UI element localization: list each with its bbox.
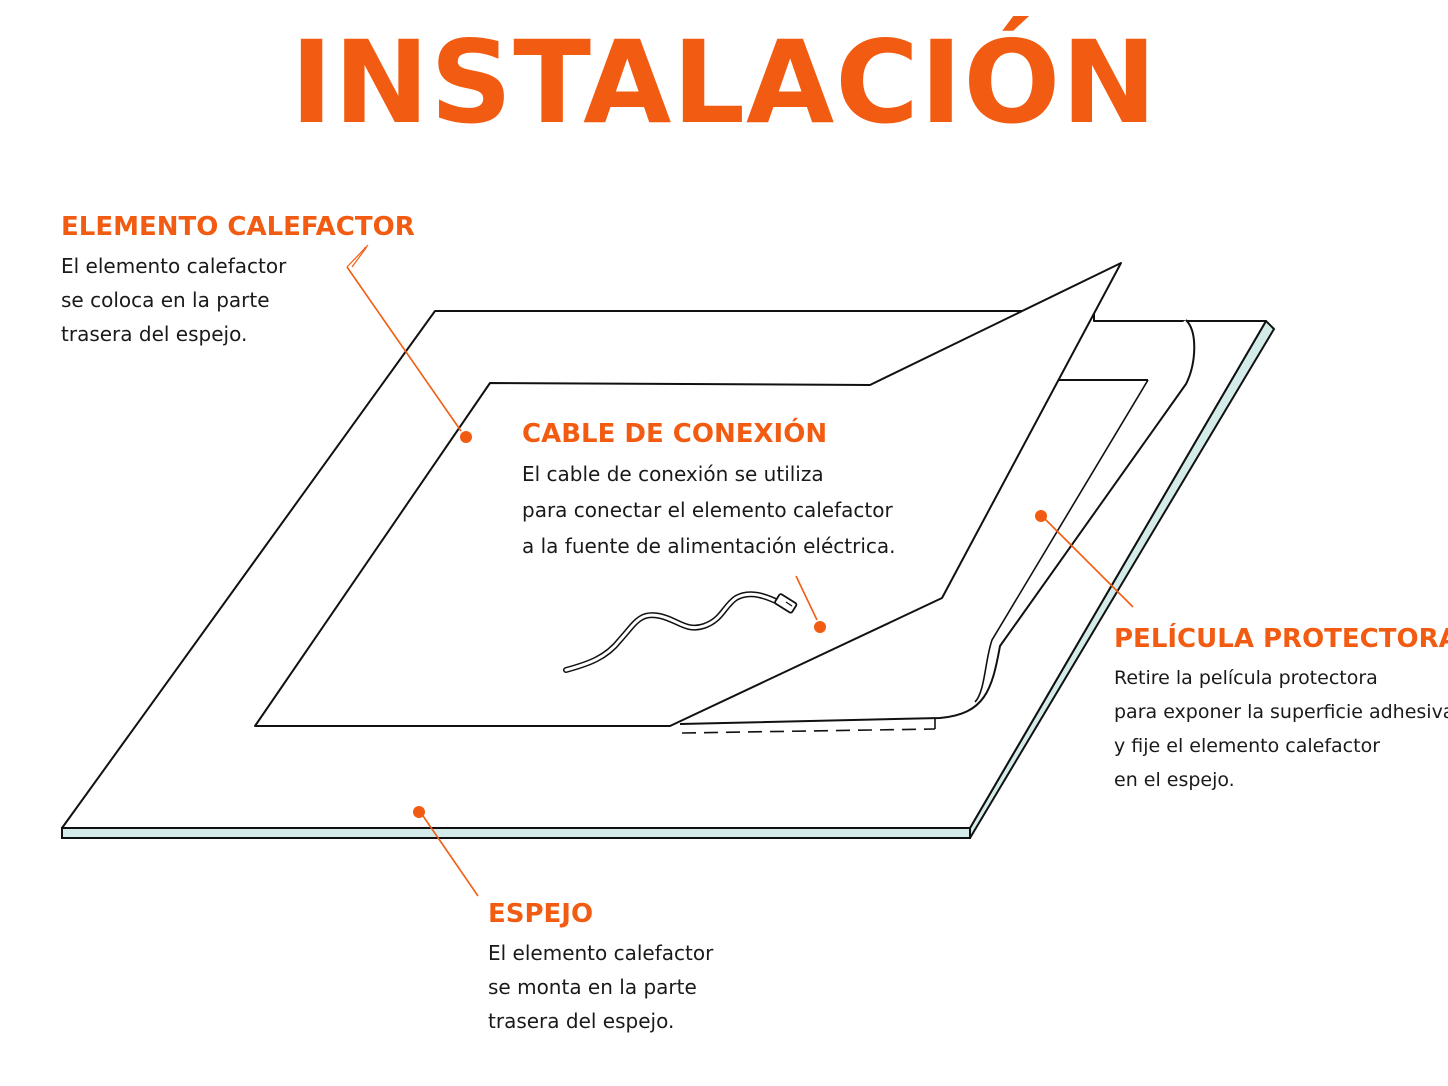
film-inner-edge [974,379,1149,703]
label-text-line: trasera del espejo. [61,322,248,346]
leader-pelicula [1041,515,1134,608]
label-title: ESPEJO [488,899,594,929]
label-pelicula-protectora: PELÍCULA PROTECTORA Retire la película p… [1114,623,1448,797]
label-title: PELÍCULA PROTECTORA [1114,624,1448,654]
label-text-line: a la fuente de alimentación eléctrica. [522,534,896,558]
dot-espejo [413,806,425,818]
cable-plug [774,593,798,614]
leader-elemento-tick [346,244,369,268]
dot-elemento-calefactor [460,431,472,443]
label-text-line: en el espejo. [1114,769,1235,791]
label-text-line: para conectar el elemento calefactor [522,498,893,522]
mirror-front-edge [61,827,971,839]
label-elemento-calefactor: ELEMENTO CALEFACTOR El elemento calefact… [61,211,415,351]
heating-element-sheet [254,262,1122,727]
connection-cable [563,591,798,673]
cable-plug-pin [785,601,793,607]
label-title: ELEMENTO CALEFACTOR [61,212,415,242]
cable-wire-highlight [564,592,784,672]
label-text-line: El cable de conexión se utiliza [522,462,824,486]
leader-elemento-line [346,266,462,432]
leader-espejo [420,812,479,897]
label-text-line: Retire la película protectora [1114,667,1378,689]
dot-cable [814,621,826,633]
label-title: CABLE DE CONEXIÓN [522,419,828,449]
dot-pelicula [1035,510,1047,522]
film-dashed-edge [681,728,936,734]
leaders [346,244,1134,897]
page-title: INSTALACIÓN [290,16,1158,149]
label-text-line: y fije el elemento calefactor [1114,735,1380,757]
label-text-line: trasera del espejo. [488,1009,675,1033]
heating-element [254,262,1122,727]
label-text-line: El elemento calefactor [61,254,287,278]
label-text-line: se monta en la parte [488,975,697,999]
label-text-line: se coloca en la parte [61,288,270,312]
label-text-line: para exponer la superficie adhesiva [1114,701,1448,723]
label-text-line: El elemento calefactor [488,941,714,965]
film-outline [679,319,1196,725]
label-espejo: ESPEJO El elemento calefactor se monta e… [488,898,713,1038]
label-cable-conexion: CABLE DE CONEXIÓN El cable de conexión s… [522,418,896,564]
leader-cable [795,575,818,621]
